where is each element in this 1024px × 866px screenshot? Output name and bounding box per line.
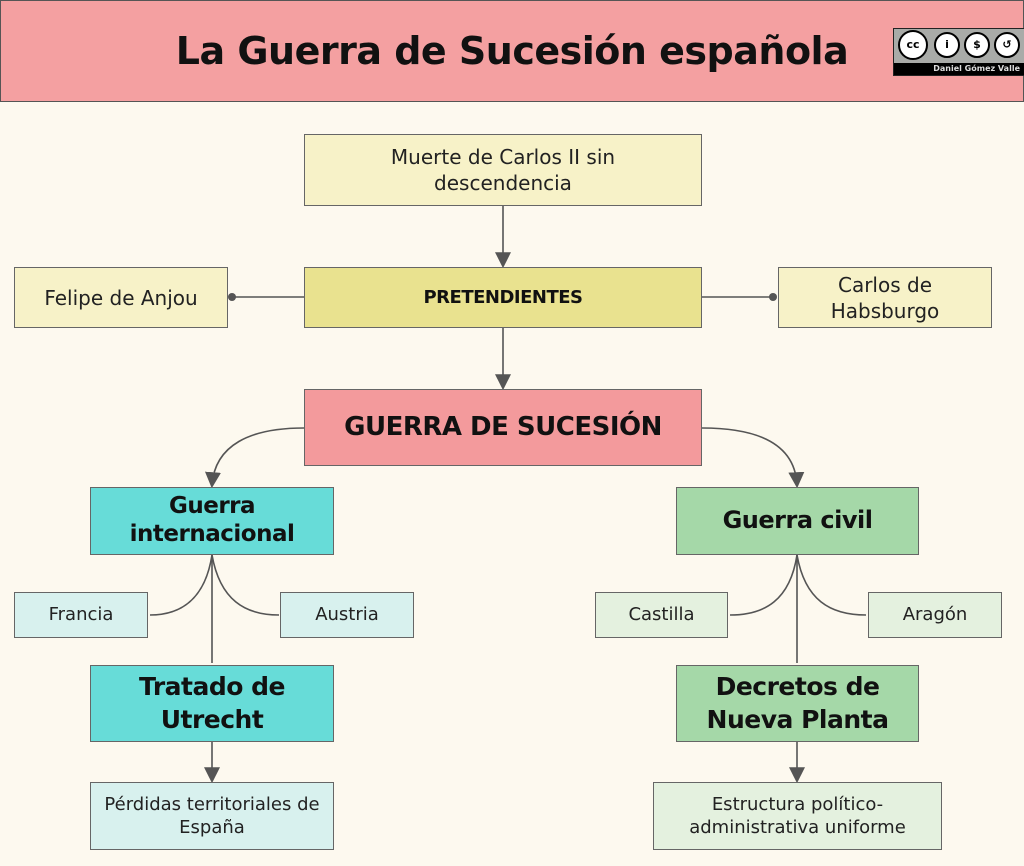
node-francia: Francia	[14, 592, 148, 638]
node-perdidas: Pérdidas territoriales de España	[90, 782, 334, 850]
node-pretendientes: PRETENDIENTES	[304, 267, 702, 328]
node-guerra-civil: Guerra civil	[676, 487, 919, 555]
header-bar	[0, 0, 1024, 102]
cc-icon: cc	[898, 30, 928, 60]
nc-icon: $	[964, 32, 990, 58]
node-guerra-internacional: Guerra internacional	[90, 487, 334, 555]
node-castilla: Castilla	[595, 592, 728, 638]
page-title: La Guerra de Sucesión española	[175, 29, 849, 73]
edge-guerra-civil	[701, 427, 805, 489]
edge-civil-aragon	[796, 554, 867, 616]
node-estructura: Estructura político-administrativa unifo…	[653, 782, 942, 850]
node-carlos: Carlos de Habsburgo	[778, 267, 992, 328]
node-aragon: Aragón	[868, 592, 1002, 638]
node-guerra-sucesion: GUERRA DE SUCESIÓN	[304, 389, 702, 466]
edge-int-francia	[149, 554, 213, 616]
edge-int-austria	[211, 554, 280, 616]
node-felipe: Felipe de Anjou	[14, 267, 228, 328]
node-tratado-utrecht: Tratado de Utrecht	[90, 665, 334, 742]
by-icon: i	[934, 32, 960, 58]
edge-guerra-internacional	[204, 427, 305, 489]
cc-license-badge: cc i $ ↺ Daniel Gómez Valle	[893, 28, 1024, 76]
license-author: Daniel Gómez Valle	[894, 63, 1024, 75]
edge-civil-castilla	[729, 554, 798, 616]
node-austria: Austria	[280, 592, 414, 638]
sa-icon: ↺	[994, 32, 1020, 58]
node-muerte: Muerte de Carlos II sin descendencia	[304, 134, 702, 206]
node-decretos-nueva-planta: Decretos de Nueva Planta	[676, 665, 919, 742]
